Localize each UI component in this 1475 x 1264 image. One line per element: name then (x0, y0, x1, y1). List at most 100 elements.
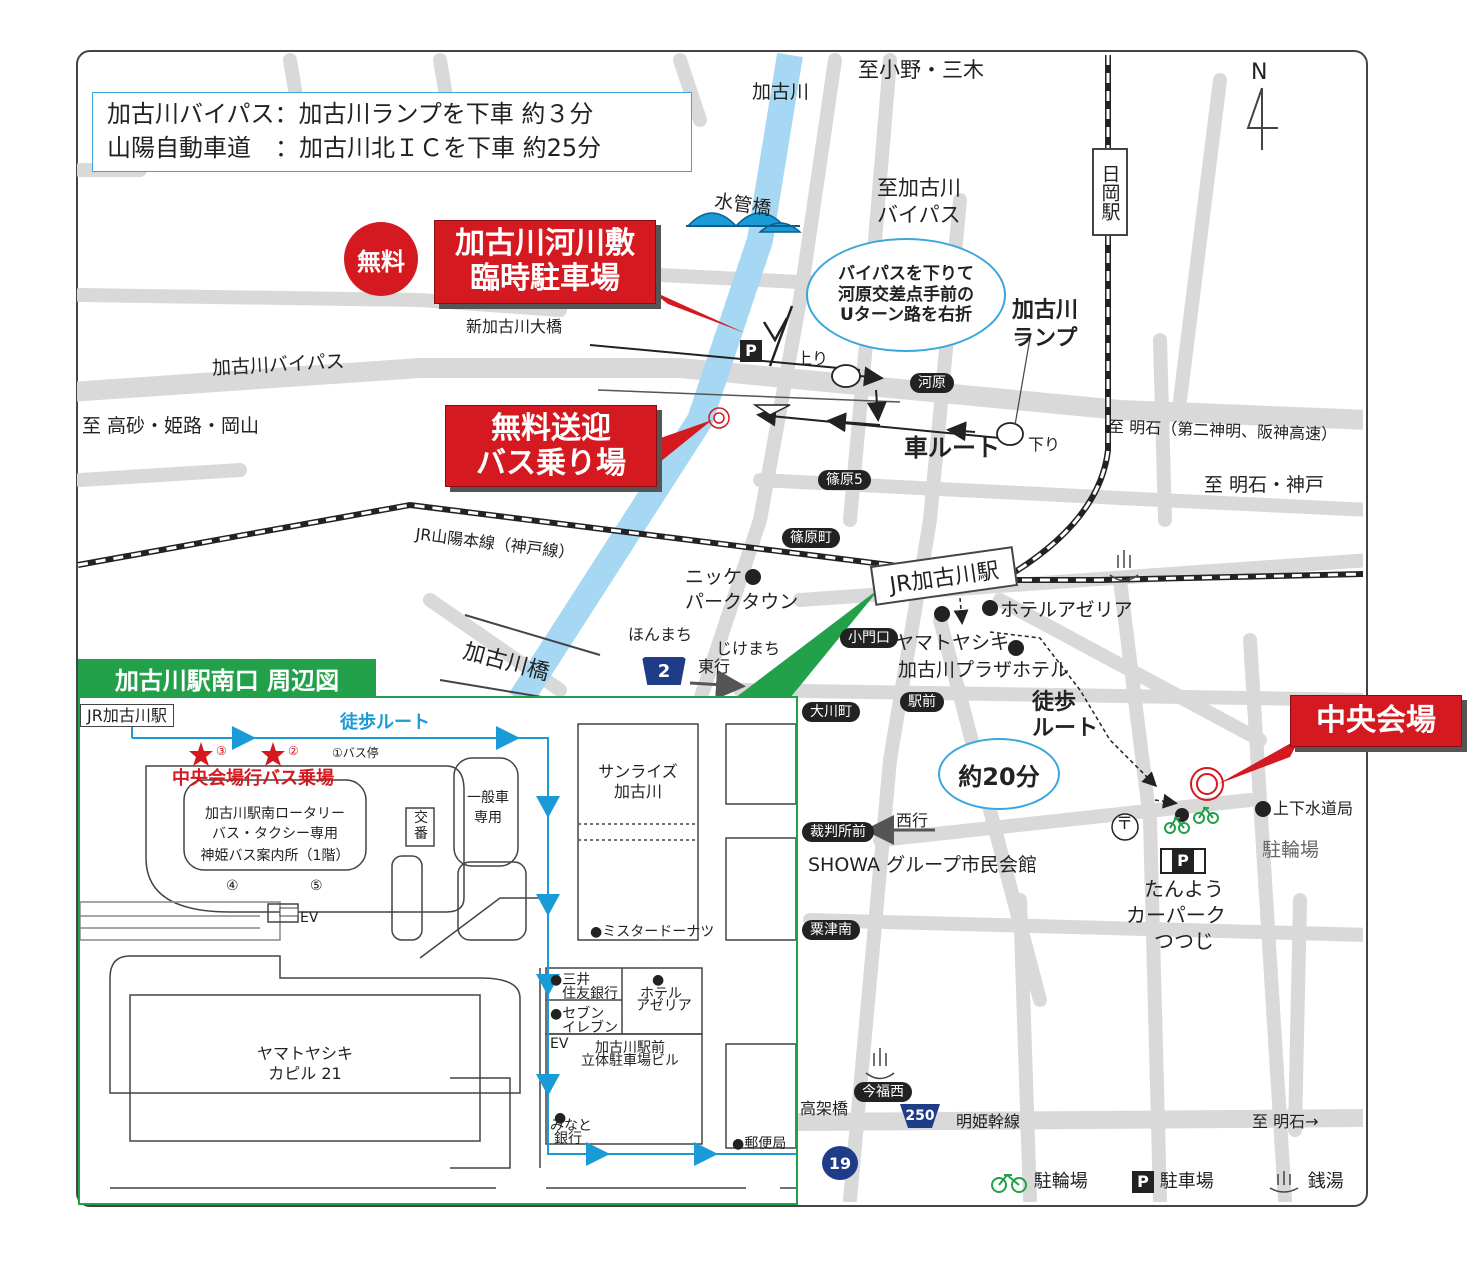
inset-hotel-line1: ● (652, 972, 665, 988)
label-ramp-line2: ランプ (1012, 326, 1078, 351)
direction-bypass-line1: 至加古川 (877, 176, 961, 200)
label-plaza-hotel: 加古川プラザホテル (898, 659, 1070, 681)
inset-yamato-line2: カピル 21 (268, 1064, 342, 1083)
inset-base (80, 716, 796, 1189)
intersection-okawacho: 大川町 (802, 702, 860, 722)
temp-parking-marker: P (740, 340, 762, 362)
inset-minato-line2: みなと (550, 1118, 592, 1134)
label-elevated-bridge: 高架橋 (800, 1099, 849, 1118)
inset-seven-line1: ●セブン (550, 1006, 605, 1022)
inset-jr-station: JR加古川駅 (80, 704, 174, 728)
label-walk-route-line2: ルート (1032, 716, 1099, 741)
intersection-ekimae: 駅前 (900, 692, 944, 712)
temp-parking-line1: 加古川河川敷 (455, 226, 635, 261)
inset-map: JR加古川駅 徒歩ルート ③ ② ①バス停 中央会場行バス乗場 加古川駅南ロータ… (78, 696, 798, 1205)
direction-ono-miki: 至小野・三木 (858, 58, 984, 82)
compass-north-label: N (1251, 60, 1268, 85)
label-water-bureau: 上下水道局 (1273, 799, 1354, 818)
inset-stop1: ①バス停 (332, 746, 379, 760)
label-car-route: 車ルート (904, 434, 1000, 462)
uturn-line2: 河原交差点手前の (838, 284, 974, 305)
inset-hotel-line3: アゼリア (636, 998, 692, 1014)
intersection-saibansho: 裁判所前 (802, 822, 874, 842)
shuttle-stop-callout: 無料送迎 バス乗り場 (445, 405, 657, 487)
inset-yamato-line1: ヤマトヤシキ (256, 1044, 353, 1063)
label-east: 東行 (698, 657, 731, 676)
inset-post-office: ●郵便局 (732, 1136, 787, 1152)
inset-koban-line1: 交 (414, 810, 428, 826)
legend-bathhouse: 銭湯 (1266, 1167, 1344, 1194)
access-info-bypass: 加古川バイパス：加古川ランプを下車 約３分 (107, 100, 594, 128)
main-venue-callout: 中央会場 (1290, 695, 1462, 747)
inset-rotary-line1: 加古川駅南ロータリー (205, 806, 345, 822)
inset-bus-stop-label: 中央会場行バス乗場 (172, 768, 334, 789)
intersection-awazu-minami: 粟津南 (802, 920, 860, 940)
bicycle-icon (991, 1173, 1027, 1193)
inset-stop5: ⑤ (310, 878, 323, 894)
route-19-shield: 19 (822, 1146, 858, 1180)
legend-bathhouse-label: 銭湯 (1307, 1171, 1344, 1192)
post-mark-icon: 〒 (1116, 814, 1133, 834)
uturn-instruction-bubble: バイパスを下りて 河原交差点手前の Uターン路を右折 (806, 238, 1006, 352)
bathhouse-icon (1269, 1171, 1299, 1193)
legend-parking: P 駐車場 (1132, 1167, 1214, 1193)
inset-parking-bldg-line2: 立体駐車場ビル (581, 1053, 679, 1069)
inset-walk-route: 徒歩ルート (340, 712, 430, 733)
legend-bicycle: 駐輪場 (990, 1167, 1088, 1193)
label-west: 西行 (896, 811, 929, 830)
intersection-shinoharacho: 篠原町 (782, 528, 840, 548)
inset-rotary-line2: バス・タクシー専用 (212, 826, 338, 842)
label-kudari: 下り (1028, 435, 1061, 454)
inset-stop3: ③ (216, 744, 227, 758)
direction-akashi-arrow: 至 明石→ (1252, 1112, 1319, 1131)
direction-bypass-line2: バイパス (877, 203, 961, 227)
inset-sunrise-line2: 加古川 (613, 782, 662, 801)
label-honmachi: ほんまち (628, 625, 693, 644)
inset-parking-bldg-line1: 加古川駅前 (595, 1040, 665, 1056)
label-himeji-line: 明姫幹線 (956, 1112, 1021, 1131)
shuttle-stop-line1: 無料送迎 (491, 411, 611, 446)
label-yamatoyashiki: ヤマトヤシキ (895, 632, 1010, 654)
intersection-shinohara5: 篠原5 (818, 470, 871, 490)
inset-stop4: ④ (226, 878, 239, 894)
legend-parking-label: 駐車場 (1159, 1171, 1214, 1192)
inset-general-car-line1: 一般車 (467, 790, 509, 806)
route-2-shield: 2 (642, 657, 686, 685)
label-hotel-azeria: ホテルアゼリア (1000, 599, 1133, 621)
shuttle-stop-line2: バス乗り場 (476, 445, 626, 481)
inset-smbc-line2: 住友銀行 (562, 986, 618, 1002)
intersection-komon: 小門口 (840, 628, 898, 648)
label-parking-line1: たんよう (1144, 877, 1224, 901)
uturn-line1: バイパスを下りて (838, 264, 974, 285)
tanyou-parking-marker: P (1160, 848, 1206, 875)
parking-icon: P (1132, 1171, 1154, 1193)
label-walk-route-line1: 徒歩 (1032, 690, 1077, 715)
inset-mister-donut: ●ミスタードーナツ (590, 924, 715, 940)
inset-ev1: EV (300, 910, 319, 926)
free-badge: 無料 (344, 222, 418, 296)
inset-minato-line3: 銀行 (554, 1131, 582, 1147)
legend-bicycle-label: 駐輪場 (1033, 1171, 1088, 1192)
inset-minato-line1: ● (554, 1110, 567, 1126)
label-bicycle-parking: 駐輪場 (1262, 839, 1320, 861)
inset-rotary-line3: 神姫バス案内所（1階） (200, 848, 350, 864)
inset-sunrise-line1: サンライズ (598, 762, 678, 781)
label-nikke-line2: パークタウン (685, 591, 799, 613)
inset-smbc-line1: ●三井 (550, 972, 591, 988)
intersection-kawara: 河原 (910, 373, 954, 393)
access-info-expressway: 山陽自動車道 ：加古川北ＩＣを下車 約25分 (107, 134, 602, 162)
inset-seven-line2: イレブン (562, 1020, 618, 1036)
route-250-shield: 250 (900, 1104, 940, 1128)
inset-general-car-line2: 専用 (474, 810, 502, 826)
label-showa-hall: SHOWA グループ市民会館 (808, 854, 1037, 876)
temp-parking-callout: 加古川河川敷 臨時駐車場 (434, 220, 656, 304)
label-parking-line3: つつじ (1154, 929, 1214, 953)
inset-stop2: ② (288, 744, 299, 758)
label-parking-line2: カーパーク (1126, 903, 1226, 927)
intersection-imafuku-nishi: 今福西 (854, 1082, 912, 1102)
inset-koban-line2: 番 (414, 826, 428, 842)
label-jikemachi: じけまち (716, 639, 781, 658)
inset-hotel-line2: ホテル (640, 986, 682, 1002)
uturn-line3: Uターン路を右折 (840, 305, 972, 326)
hioka-station-sign: 日岡駅 (1092, 148, 1128, 236)
